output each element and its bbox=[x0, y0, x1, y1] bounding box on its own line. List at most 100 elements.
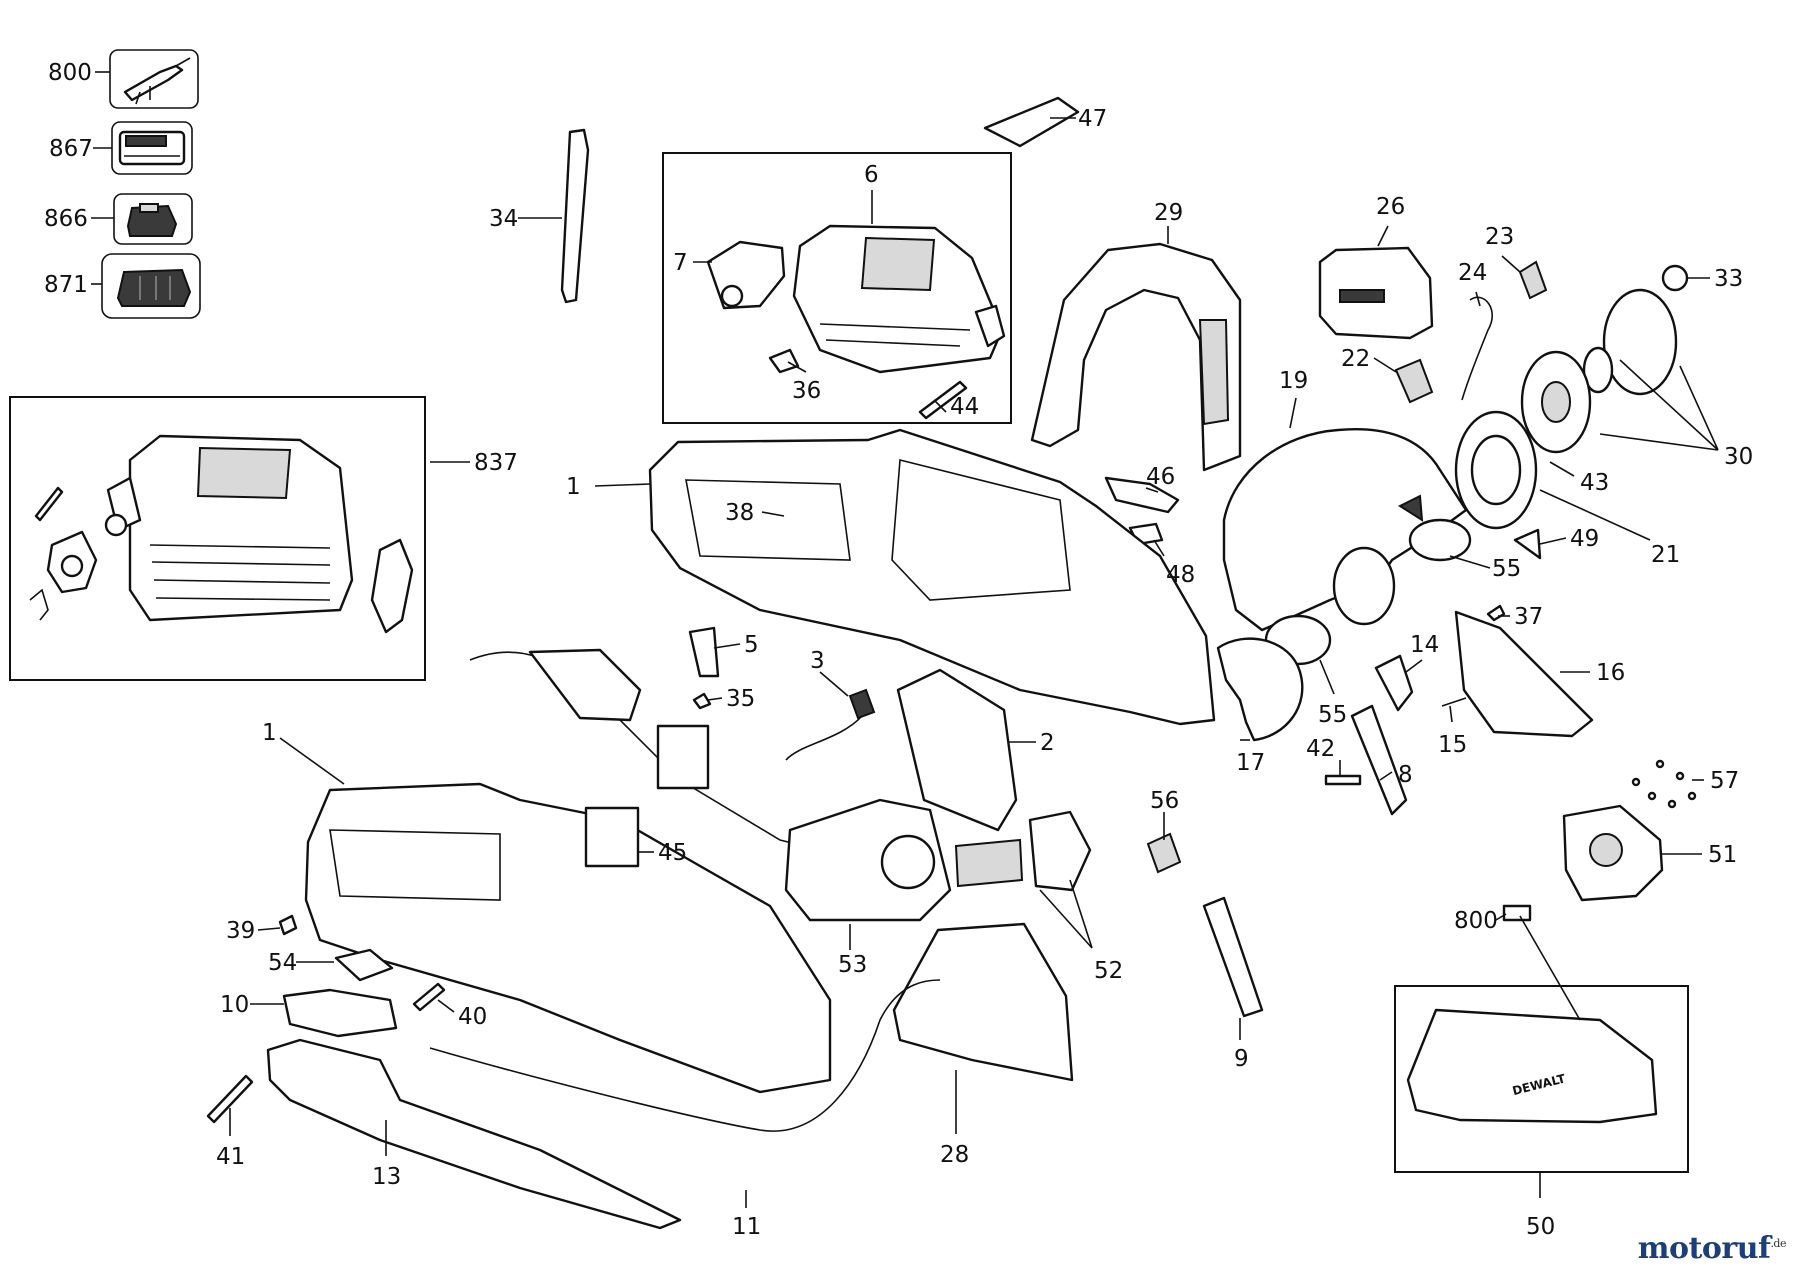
label-15: 15 bbox=[1438, 732, 1467, 758]
label-871: 871 bbox=[44, 272, 88, 298]
label-35: 35 bbox=[726, 686, 755, 712]
part-1-upper-housing bbox=[648, 428, 1216, 726]
part-53-motor bbox=[784, 798, 952, 922]
label-1-bottom: 1 bbox=[262, 720, 277, 746]
part-14-latch bbox=[1374, 654, 1414, 712]
label-36: 36 bbox=[792, 378, 821, 404]
part-9-link bbox=[1202, 896, 1264, 1018]
label-51: 51 bbox=[1708, 842, 1737, 868]
label-48: 48 bbox=[1166, 562, 1195, 588]
part-42-pin bbox=[1324, 774, 1362, 786]
label-56: 56 bbox=[1150, 788, 1179, 814]
part-8-lever bbox=[1350, 704, 1408, 816]
part-39-screw bbox=[278, 914, 298, 936]
part-22-fitting bbox=[1394, 358, 1434, 404]
part-4-module bbox=[656, 724, 710, 790]
label-40: 40 bbox=[458, 1004, 487, 1030]
part-50-guard-assembly bbox=[1406, 1008, 1658, 1124]
label-50: 50 bbox=[1526, 1214, 1555, 1240]
part-15-spring bbox=[1441, 697, 1467, 707]
label-43: 43 bbox=[1580, 470, 1609, 496]
label-54: 54 bbox=[268, 950, 297, 976]
part-28-shield bbox=[892, 922, 1074, 1082]
part-46-label bbox=[1104, 476, 1180, 514]
kit-50-box bbox=[1394, 985, 1689, 1173]
label-55-upper: 55 bbox=[1492, 556, 1521, 582]
part-13-base bbox=[266, 1038, 682, 1230]
label-29: 29 bbox=[1154, 200, 1183, 226]
part-1-upper-inner bbox=[891, 458, 1071, 601]
part-33-knob bbox=[1661, 264, 1689, 292]
part-21-hole bbox=[1470, 434, 1522, 506]
label-42: 42 bbox=[1306, 736, 1335, 762]
label-9: 9 bbox=[1234, 1046, 1249, 1072]
part-3-switch bbox=[848, 688, 876, 720]
part-29-handle bbox=[1030, 242, 1242, 472]
part-30-ring bbox=[1582, 346, 1614, 394]
label-46: 46 bbox=[1146, 464, 1175, 490]
label-837: 837 bbox=[474, 450, 518, 476]
part-55-seal-upper bbox=[1408, 518, 1472, 562]
callout-labels: 800 867 866 871 837 34 6 7 36 44 47 29 2… bbox=[44, 60, 1753, 1240]
accessory-867-icon bbox=[111, 121, 193, 175]
label-33: 33 bbox=[1714, 266, 1743, 292]
accessory-871-icon bbox=[101, 253, 201, 319]
part-19-arbor-hole bbox=[1332, 546, 1396, 626]
part-45-label bbox=[584, 806, 640, 868]
part-35-clip bbox=[692, 692, 712, 710]
part-1-lower-housing bbox=[304, 782, 832, 1094]
part-30-flange-outer bbox=[1602, 288, 1678, 396]
part-2-plate bbox=[896, 668, 1018, 832]
watermark-logo: motoruf.de bbox=[1638, 1231, 1787, 1266]
label-38: 38 bbox=[725, 500, 754, 526]
part-3-wire bbox=[785, 715, 863, 761]
label-13: 13 bbox=[372, 1164, 401, 1190]
accessory-866-icon bbox=[113, 193, 193, 245]
label-2: 2 bbox=[1040, 730, 1055, 756]
part-51-spindle bbox=[1589, 833, 1623, 867]
label-7: 7 bbox=[673, 250, 688, 276]
part-40-screw bbox=[412, 982, 446, 1012]
label-41: 41 bbox=[216, 1144, 245, 1170]
label-24: 24 bbox=[1458, 260, 1487, 286]
part-5-trigger bbox=[688, 626, 720, 678]
label-800-top: 800 bbox=[48, 60, 92, 86]
label-45: 45 bbox=[658, 840, 687, 866]
label-26: 26 bbox=[1376, 194, 1405, 220]
part-1-lower-handle-window bbox=[329, 829, 501, 901]
label-8: 8 bbox=[1398, 762, 1413, 788]
label-21: 21 bbox=[1651, 542, 1680, 568]
part-23-fitting bbox=[1518, 260, 1548, 300]
label-47: 47 bbox=[1078, 106, 1107, 132]
label-49: 49 bbox=[1570, 526, 1599, 552]
part-11-cable bbox=[429, 979, 941, 1132]
label-6: 6 bbox=[864, 162, 879, 188]
label-23: 23 bbox=[1485, 224, 1514, 250]
label-53: 53 bbox=[838, 952, 867, 978]
part-37-screw bbox=[1486, 604, 1506, 622]
label-22: 22 bbox=[1341, 346, 1370, 372]
part-53-motor-end bbox=[880, 834, 936, 890]
label-800-lower: 800 bbox=[1454, 908, 1498, 934]
label-39: 39 bbox=[226, 918, 255, 944]
label-30: 30 bbox=[1724, 444, 1753, 470]
watermark-tld: .de bbox=[1770, 1237, 1786, 1250]
label-3: 3 bbox=[810, 648, 825, 674]
label-866: 866 bbox=[44, 206, 88, 232]
part-29-grip bbox=[1198, 319, 1230, 426]
label-19: 19 bbox=[1279, 368, 1308, 394]
part-30-hub bbox=[1541, 381, 1571, 423]
label-5: 5 bbox=[744, 632, 759, 658]
part-57-screws bbox=[1631, 759, 1697, 809]
label-57: 57 bbox=[1710, 768, 1739, 794]
label-17: 17 bbox=[1236, 750, 1265, 776]
label-44: 44 bbox=[950, 394, 979, 420]
part-10-connector bbox=[282, 988, 398, 1038]
label-16: 16 bbox=[1596, 660, 1625, 686]
part-16-bracket bbox=[1454, 610, 1594, 738]
label-1-top: 1 bbox=[566, 474, 581, 500]
switch-assembly bbox=[528, 648, 642, 722]
label-14: 14 bbox=[1410, 632, 1439, 658]
part-26-vent bbox=[1339, 289, 1385, 303]
